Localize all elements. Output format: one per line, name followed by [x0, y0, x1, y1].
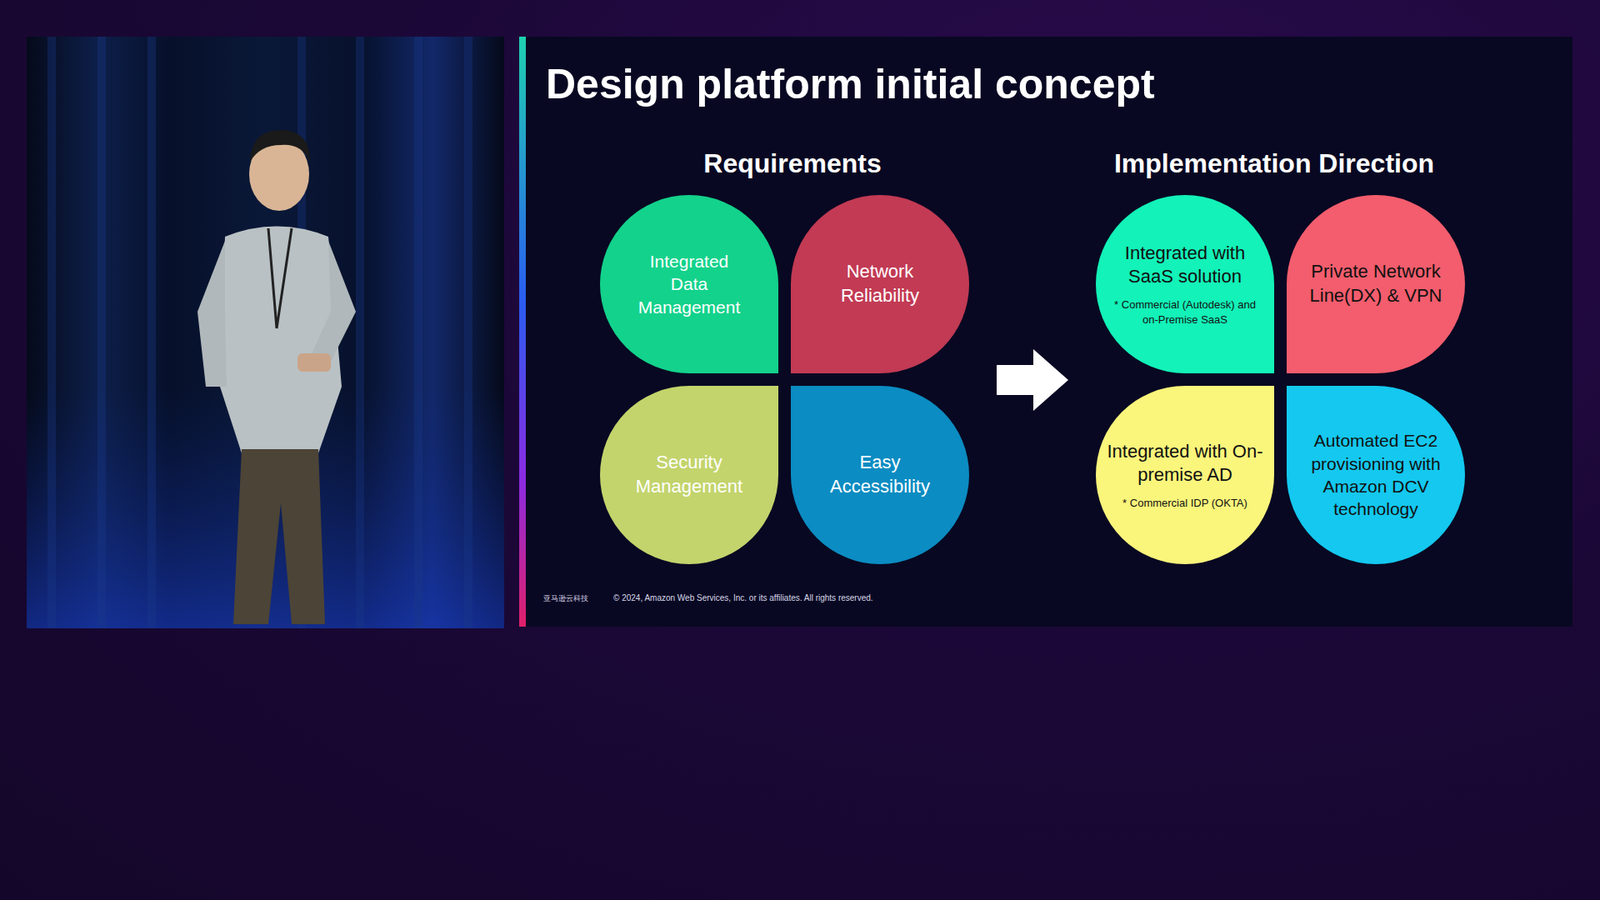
petal-shape	[1286, 195, 1465, 374]
petal-node: Integrated with SaaS solution * Commercia…	[1095, 195, 1275, 374]
node-text: Private Network Line(DX) & VPN	[1300, 260, 1451, 308]
block-arrow	[996, 349, 1069, 411]
petal-node: Integrated Data Management	[600, 195, 779, 374]
slide-title: Design platform initial concept	[545, 60, 1155, 109]
petal-shape	[790, 385, 970, 565]
node-text: Integrated with SaaS solution	[1110, 241, 1260, 290]
petal-node: Integrated with On-premise AD * Commercia…	[1095, 385, 1275, 565]
petal-node: Easy Accessibility	[790, 385, 970, 565]
node-text: Easy Accessibility	[809, 450, 951, 499]
column-heading: Requirements	[703, 148, 881, 180]
node-note: * Commercial (Autodesk) and on-Premise S…	[1112, 297, 1259, 327]
node-note: * Commercial IDP (OKTA)	[1122, 495, 1248, 511]
petal-shape	[790, 195, 970, 374]
slide-accent-bar	[519, 36, 526, 627]
petal-node: Network Reliability	[790, 195, 970, 374]
node-text: Integrated Data Management	[630, 250, 748, 319]
petal-shape	[600, 385, 779, 565]
speaker-video	[26, 36, 505, 629]
petal-shape	[1286, 385, 1465, 565]
petal-node: Security Management	[600, 385, 779, 565]
logo-text: 亚马逊云科技	[543, 593, 589, 605]
node-text: Integrated with On-premise AD	[1105, 440, 1265, 488]
petal-node: Private Network Line(DX) & VPN	[1286, 195, 1465, 374]
petal-node: Automated EC2 provisioning with Amazon D…	[1286, 385, 1465, 565]
copyright-note: © 2024, Amazon Web Services, Inc. or its…	[613, 593, 874, 603]
node-text: Automated EC2 provisioning with Amazon D…	[1303, 429, 1450, 520]
node-text: Security Management	[618, 450, 760, 499]
column-heading: Implementation Direction	[1114, 148, 1435, 180]
node-text: Network Reliability	[809, 260, 951, 308]
